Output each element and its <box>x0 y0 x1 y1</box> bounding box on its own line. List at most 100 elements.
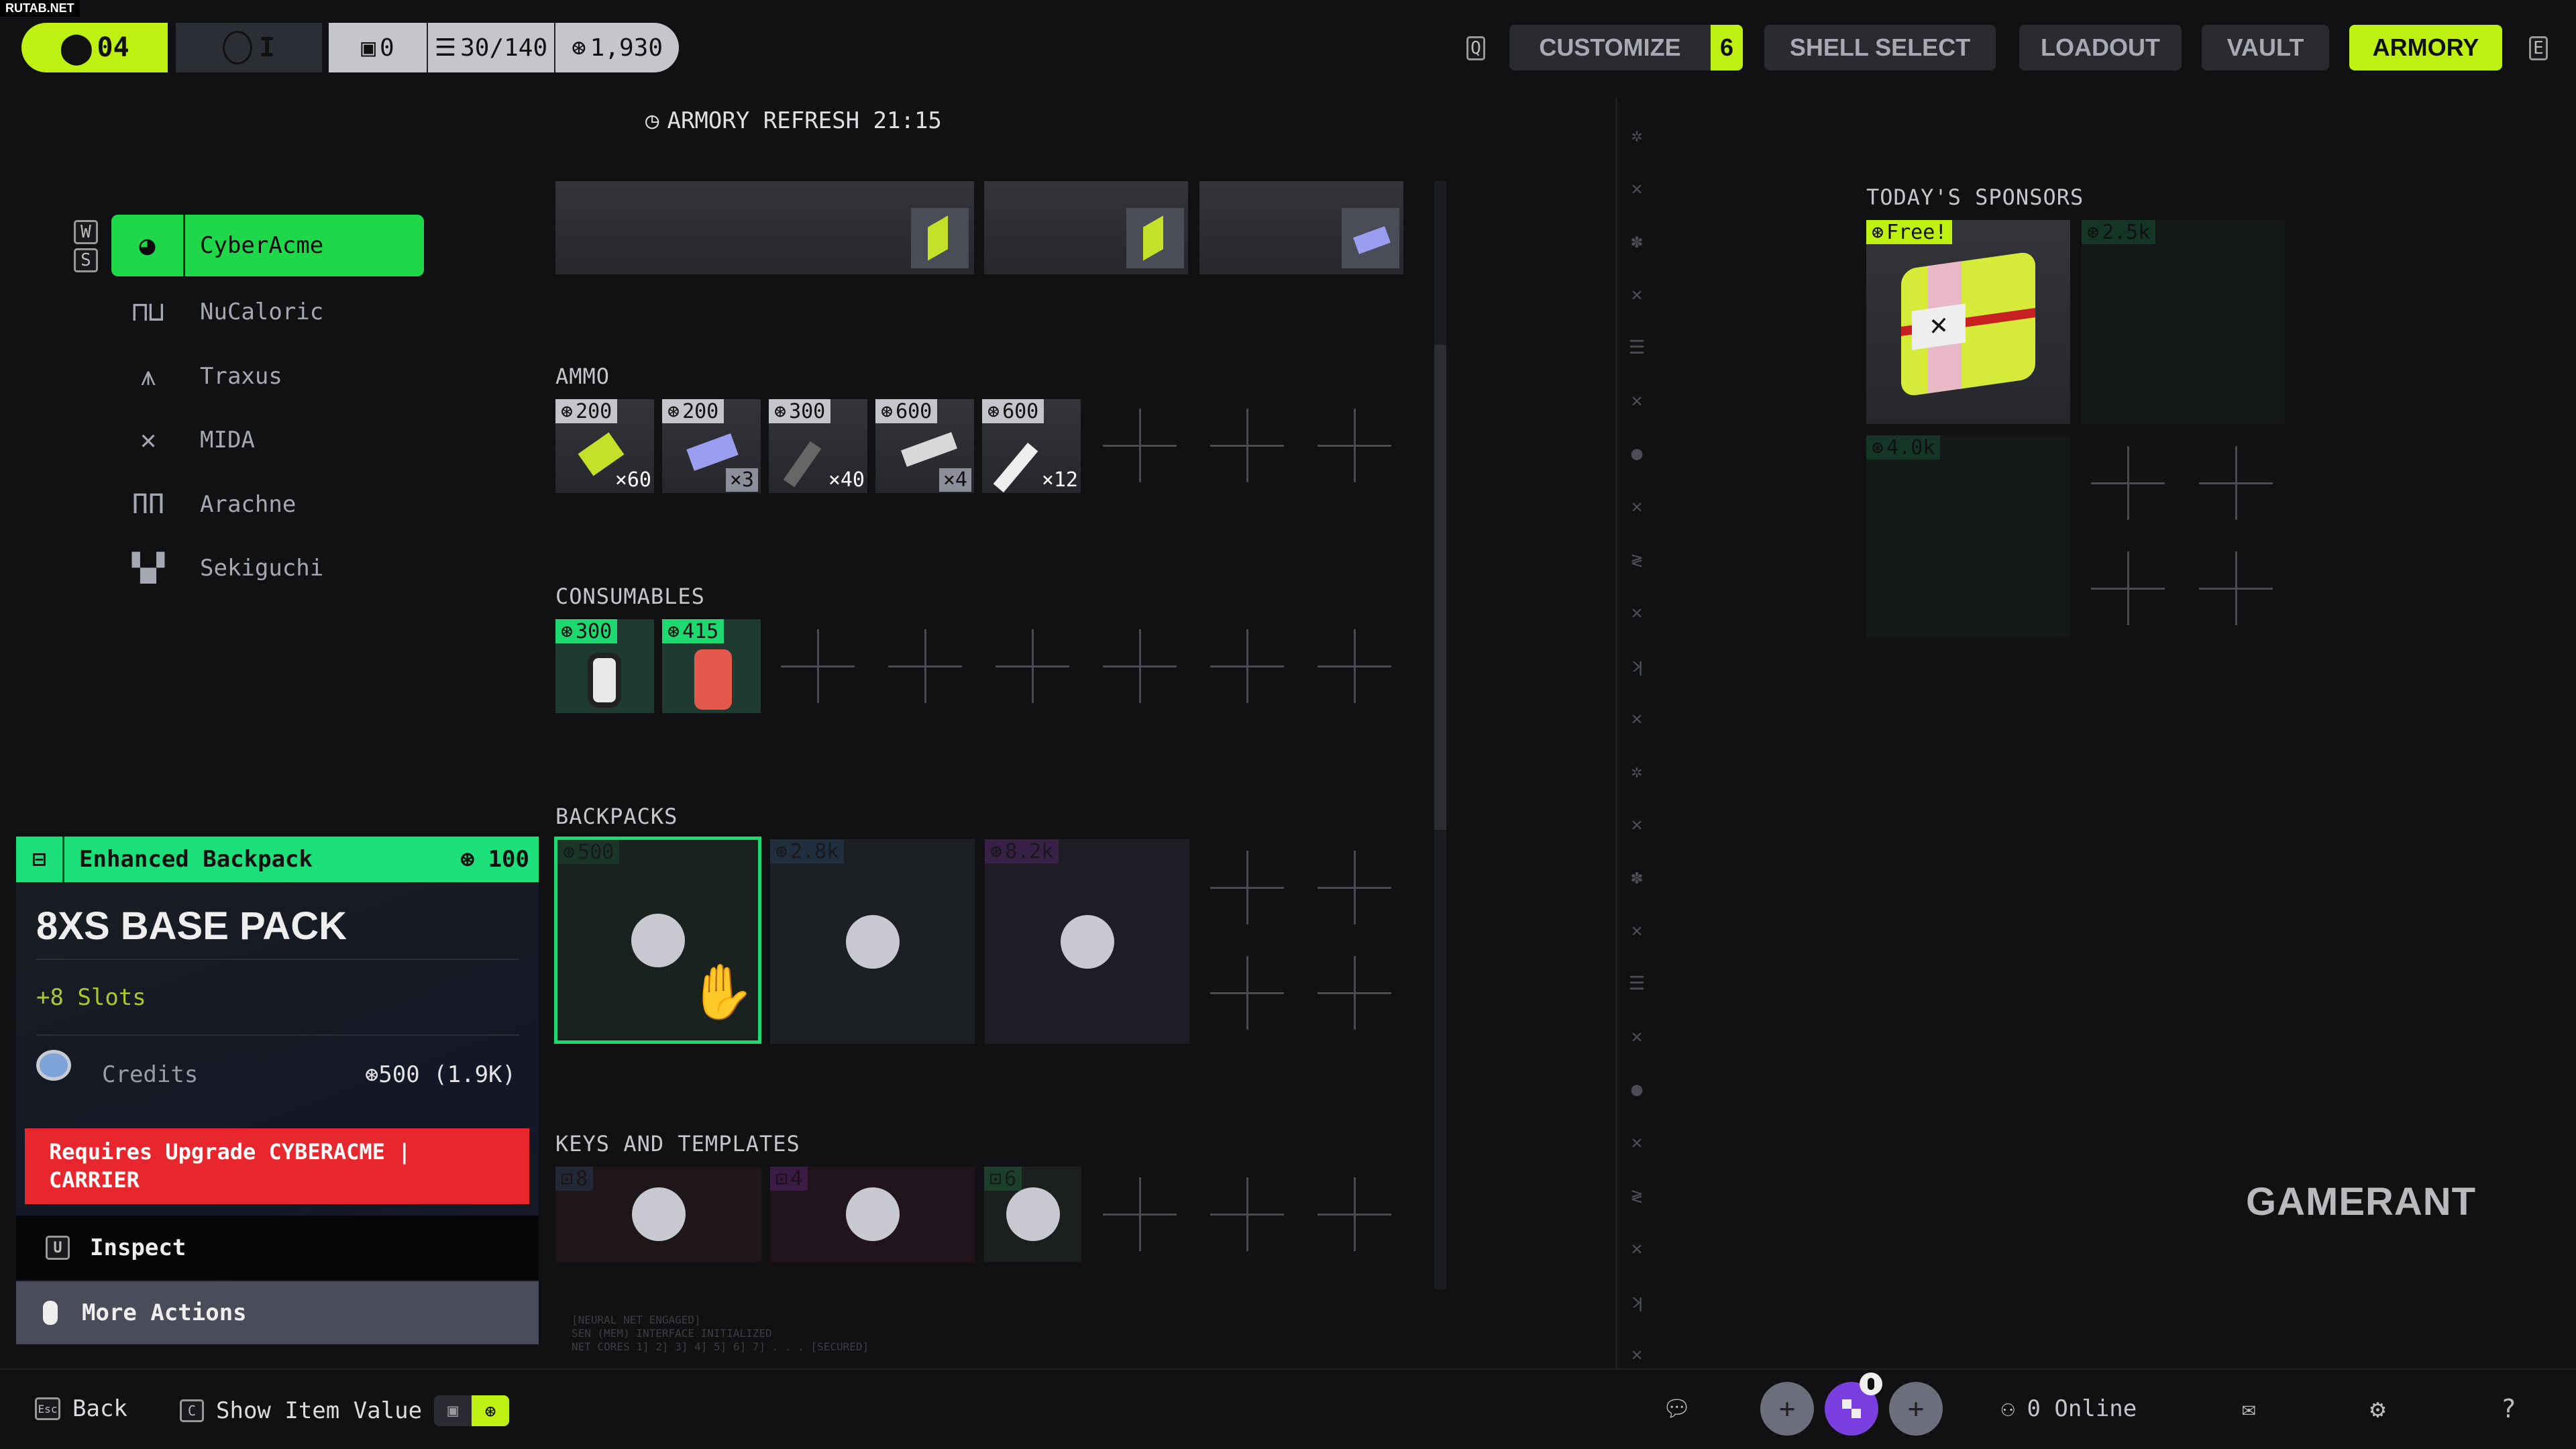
online-friends[interactable]: ⚇0 Online <box>2001 1395 2137 1422</box>
e-key-hint[interactable]: E <box>2529 36 2548 60</box>
terminal-line: NET CORES 1] 2] 3] 4] 5] 6] 7] . . . [SE… <box>572 1340 869 1353</box>
key-card[interactable]: ⊡8 <box>555 1167 761 1262</box>
sponsor-card[interactable]: ⊛2.5k <box>2082 220 2284 424</box>
sponsor-card[interactable]: ⊛4.0k <box>1866 435 2070 638</box>
close-mark-icon: ✕ <box>1631 1343 1643 1365</box>
locked-brand-icon <box>845 1187 900 1241</box>
scrollbar-track[interactable] <box>1434 181 1446 1289</box>
sidebar-item-nucaloric[interactable]: ⊓⊔NuCaloric <box>111 281 424 343</box>
w-key-hint[interactable]: W <box>74 220 98 244</box>
chat-icon[interactable]: 💬︎ <box>1662 1395 1692 1422</box>
ammo-card[interactable]: ⊛200×60 <box>555 399 654 493</box>
header-mask <box>550 101 1449 180</box>
price-value: 415 <box>682 619 719 643</box>
close-mark-icon: ✕ <box>1631 283 1643 305</box>
avatar-emblem <box>1842 1399 1861 1418</box>
close-mark-icon: ✕ <box>1631 707 1643 729</box>
value-toggle-switch[interactable]: ▣⊛ <box>434 1395 510 1426</box>
divider <box>36 1034 519 1036</box>
backpack-card[interactable]: ⊛2.8k <box>770 839 975 1044</box>
tab-loadout[interactable]: LOADOUT <box>2019 25 2182 70</box>
category-price: ⊛ 100 <box>460 846 529 873</box>
price-tag: ⊛300 <box>555 619 618 643</box>
box-icon: ▣ <box>361 34 376 62</box>
help-icon[interactable]: ? <box>2501 1394 2516 1424</box>
invite-party-slot[interactable]: + <box>1760 1382 1814 1436</box>
rank-ring-icon <box>222 31 252 64</box>
price-value: 200 <box>682 399 719 423</box>
section-backpacks: BACKPACKS <box>555 804 678 829</box>
bottom-bar <box>0 1368 2576 1449</box>
empty-slot <box>2091 551 2165 625</box>
tab-shell-select[interactable]: SHELL SELECT <box>1764 25 1996 70</box>
inspect-button[interactable]: U Inspect <box>16 1216 539 1280</box>
ammo-quantity: ×12 <box>1041 468 1078 492</box>
count-tag: ⊡6 <box>984 1167 1022 1191</box>
ammo-card[interactable]: ⊛600×4 <box>875 399 974 493</box>
price-value: 8.2k <box>1005 839 1054 863</box>
empty-slot <box>1103 1177 1177 1251</box>
credits-icon: ⊛ <box>1872 435 1884 460</box>
mail-icon[interactable]: ✉ <box>2242 1395 2256 1422</box>
section-keys: KEYS AND TEMPLATES <box>555 1131 800 1157</box>
credits-icon: ⊛ <box>561 399 574 423</box>
sidebar-item-label: Traxus <box>200 363 282 390</box>
s-key-hint[interactable]: S <box>74 248 98 272</box>
cost-amount: 500 (1.9K) <box>378 1061 516 1088</box>
price-tag: ⊛200 <box>555 399 618 423</box>
consumable-card[interactable]: ⊛300 <box>555 619 654 713</box>
key-card[interactable]: ⊡4 <box>770 1167 975 1262</box>
c-key-hint: C <box>180 1399 204 1422</box>
cost-label: Credits <box>102 1061 199 1088</box>
ammo-card[interactable]: ⊛300×40 <box>769 399 867 493</box>
credits-icon: ⊛ <box>1872 220 1884 244</box>
item-image <box>694 649 732 710</box>
ammo-quantity: ×4 <box>938 468 971 492</box>
show-item-value-toggle[interactable]: C Show Item Value ▣⊛ <box>180 1395 510 1426</box>
rank-badge: I <box>176 23 322 72</box>
price-tag: ⊛300 <box>769 399 831 423</box>
weapon-card[interactable] <box>984 181 1188 274</box>
category-price-value: 100 <box>488 846 529 873</box>
empty-slot <box>1103 409 1177 482</box>
empty-slot <box>1210 629 1284 703</box>
sidebar-item-label: CyberAcme <box>200 232 324 259</box>
tab-armory[interactable]: ARMORY <box>2349 25 2502 70</box>
microphone-icon[interactable] <box>1860 1373 1882 1395</box>
tab-customize[interactable]: CUSTOMIZE <box>1509 25 1711 70</box>
sidebar-item-cyberacme[interactable]: ◕CyberAcme <box>111 215 424 276</box>
weapon-card[interactable] <box>1199 181 1403 274</box>
locked-brand-icon <box>1006 1187 1060 1241</box>
weapon-card[interactable] <box>555 181 974 274</box>
faction-glyph-icon: ✲ <box>1631 760 1643 782</box>
faction-glyph-icon: ≷ <box>1631 548 1643 570</box>
rank-value: I <box>258 32 276 63</box>
empty-slot <box>1210 956 1284 1030</box>
price-tag: ⊛4.0k <box>1866 435 1941 460</box>
more-actions-button[interactable]: More Actions <box>16 1281 539 1344</box>
sidebar-item-traxus[interactable]: ⩚Traxus <box>111 345 424 407</box>
key-card[interactable]: ⊡6 <box>984 1167 1081 1262</box>
sidebar-item-sekiguchi[interactable]: ▚▞Sekiguchi <box>111 537 424 599</box>
show-value-label: Show Item Value <box>216 1397 423 1424</box>
close-mark-icon: ✕ <box>1631 919 1643 941</box>
sidebar-item-mida[interactable]: ✕MIDA <box>111 409 424 471</box>
mida-icon: ✕ <box>1912 303 1966 350</box>
tab-vault[interactable]: VAULT <box>2202 25 2329 70</box>
q-key-hint[interactable]: Q <box>1466 36 1485 60</box>
logo-text: GAMERANT <box>2246 1180 2477 1224</box>
ammo-card[interactable]: ⊛600×12 <box>982 399 1081 493</box>
ammo-card[interactable]: ⊛200×3 <box>662 399 761 493</box>
empty-slot <box>996 629 1069 703</box>
requirement-warning: Requires Upgrade CYBERACME | CARRIER <box>25 1128 529 1204</box>
backpack-card[interactable]: ⊛8.2k <box>985 839 1189 1044</box>
sponsor-card[interactable]: ⊛Free! ✕ <box>1866 220 2070 424</box>
sidebar-item-label: NuCaloric <box>200 299 324 325</box>
consumable-card[interactable]: ⊛415 <box>662 619 761 713</box>
backpack-card-selected[interactable]: ⊛500✋ <box>554 837 761 1044</box>
invite-party-slot[interactable]: + <box>1889 1382 1943 1436</box>
scrollbar-thumb[interactable] <box>1434 345 1446 830</box>
settings-gear-icon[interactable]: ⚙ <box>2370 1394 2385 1424</box>
